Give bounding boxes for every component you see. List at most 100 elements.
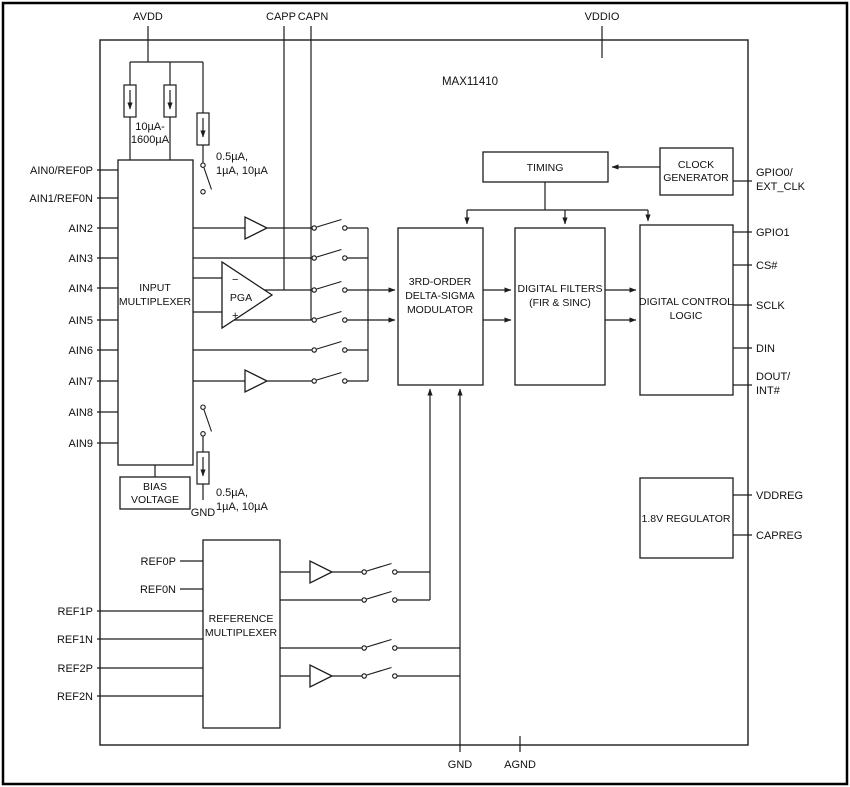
block-reference-multiplexer: REFERENCE MULTIPLEXER: [202, 539, 281, 729]
input-mux-box: [117, 159, 194, 466]
clock-gen-label-1: CLOCK: [678, 159, 714, 171]
control-logic-label-1: DIGITAL CONTROL: [639, 296, 733, 308]
pin-label-din: DIN: [756, 343, 775, 355]
pin-label-ain0: AIN0/REF0P: [30, 165, 93, 177]
buffer-icon: [244, 368, 269, 394]
bias-burnout-wires: [154, 436, 204, 500]
pin-label-ref2n: REF2N: [57, 691, 93, 703]
block-delta-sigma-modulator: 3RD-ORDER DELTA-SIGMA MODULATOR: [397, 227, 484, 386]
signal-path-wires: [193, 227, 369, 382]
block-timing: TIMING: [482, 151, 609, 183]
pin-label-gpio1: GPIO1: [756, 227, 790, 239]
control-logic-box: [639, 224, 734, 396]
bottom-pin-labels: GND AGND: [448, 759, 536, 771]
pin-label-ain6: AIN6: [69, 345, 93, 357]
pin-label-ain3: AIN3: [69, 253, 93, 265]
top-pin-labels: AVDD CAPP CAPN VDDIO: [133, 11, 620, 23]
timing-label: TIMING: [527, 162, 564, 174]
filters-box: [514, 227, 606, 386]
burnout-bottom-label-2: 1µA, 10µA: [216, 501, 268, 513]
modulator-box: [397, 227, 484, 386]
current-source-icon: [124, 85, 136, 117]
timing-box: [482, 151, 609, 183]
pin-label-ain5: AIN5: [69, 315, 93, 327]
ref-mux-box: [202, 539, 281, 729]
pin-label-sclk: SCLK: [756, 300, 785, 312]
modulator-label-1: 3RD-ORDER: [409, 276, 472, 288]
modulator-label-3: MODULATOR: [407, 304, 474, 316]
pin-label-ain7: AIN7: [69, 376, 93, 388]
buffer-icon: [309, 663, 334, 689]
pin-label-ain8: AIN8: [69, 407, 93, 419]
pin-label-ain1: AIN1/REF0N: [29, 193, 93, 205]
pga-triangle: [221, 260, 274, 330]
regulator-label: 1.8V REGULATOR: [642, 513, 731, 525]
power-and-cap-wires: [129, 26, 603, 320]
buffer-icon: [244, 215, 269, 241]
clock-gen-label-2: GENERATOR: [663, 172, 729, 184]
pin-label-ref1p: REF1P: [58, 606, 93, 618]
pin-label-vddio: VDDIO: [585, 11, 620, 23]
pga-label: PGA: [230, 292, 252, 304]
current-source-icon: [164, 85, 176, 117]
pin-label-int: INT#: [756, 385, 781, 397]
input-mux-label-2: MULTIPLEXER: [119, 296, 192, 308]
right-pin-labels: GPIO0/ EXT_CLK GPIO1 CS# SCLK DIN DOUT/ …: [756, 167, 806, 542]
block-bias-voltage: BIAS VOLTAGE: [119, 476, 191, 510]
pin-label-avdd: AVDD: [133, 11, 163, 23]
burnout-bottom-label-1: 0.5µA,: [216, 487, 248, 499]
bias-label-2: VOLTAGE: [131, 494, 179, 506]
bias-label-1: BIAS: [143, 481, 167, 493]
input-mux-label-1: INPUT: [139, 282, 171, 294]
current-source-icon: [197, 452, 209, 484]
pin-label-ref1n: REF1N: [57, 634, 93, 646]
internal-gnd-label: GND: [191, 507, 216, 519]
block-regulator: 1.8V REGULATOR: [639, 477, 734, 559]
ref-mux-label-1: REFERENCE: [209, 613, 274, 625]
buffer-icon: [309, 559, 334, 585]
pin-label-dout: DOUT/: [756, 371, 791, 383]
pin-label-agnd: AGND: [504, 759, 536, 771]
pin-label-capreg: CAPREG: [756, 530, 802, 542]
pin-label-gnd: GND: [448, 759, 473, 771]
pga-plus-sign: +: [232, 310, 238, 322]
arrow-connections: [368, 164, 660, 752]
chip-title: MAX11410: [442, 76, 498, 88]
ref-mux-label-2: MULTIPLEXER: [205, 627, 278, 639]
pin-label-capp: CAPP: [266, 11, 296, 23]
block-input-multiplexer: INPUT MULTIPLEXER: [117, 159, 194, 466]
analog-input-wires: [97, 169, 118, 444]
left-pin-labels: AIN0/REF0P AIN1/REF0N AIN2 AIN3 AIN4 AIN…: [29, 165, 93, 703]
burnout-top-label-1: 0.5µA,: [216, 151, 248, 163]
block-digital-filters: DIGITAL FILTERS (FIR & SINC): [514, 227, 606, 386]
filters-label-2: (FIR & SINC): [529, 297, 591, 309]
label-ref0p: REF0P: [141, 556, 176, 568]
pin-label-ain2: AIN2: [69, 223, 93, 235]
pin-label-cs: CS#: [756, 260, 778, 272]
clock-gen-box: [659, 147, 734, 196]
pin-label-vddreg: VDDREG: [756, 490, 803, 502]
reference-wires: [97, 560, 521, 752]
filters-label-1: DIGITAL FILTERS: [518, 283, 603, 295]
pin-label-extclk: EXT_CLK: [756, 181, 806, 193]
block-digital-control-logic: DIGITAL CONTROL LOGIC: [639, 224, 734, 396]
pin-label-ref2p: REF2P: [58, 663, 93, 675]
pin-label-capn: CAPN: [298, 11, 329, 23]
pin-label-ain9: AIN9: [69, 438, 93, 450]
block-pga: − + PGA: [221, 260, 274, 330]
control-logic-label-2: LOGIC: [670, 310, 703, 322]
current-annotations: 10µA- 1600µA 0.5µA, 1µA, 10µA 0.5µA, 1µA…: [131, 121, 269, 519]
label-ref0n: REF0N: [140, 584, 176, 596]
bias-current-label-2: 1600µA: [131, 134, 170, 146]
chip-boundary: [99, 39, 749, 746]
timing-distribution-wires: [467, 182, 648, 211]
pin-label-ain4: AIN4: [69, 283, 93, 295]
right-pin-wires: [733, 180, 752, 536]
bias-voltage-box: [119, 476, 191, 510]
burnout-top-label-2: 1µA, 10µA: [216, 165, 268, 177]
regulator-box: [639, 477, 734, 559]
pin-label-gpio0: GPIO0/: [756, 167, 794, 179]
block-clock-generator: CLOCK GENERATOR: [659, 147, 734, 196]
